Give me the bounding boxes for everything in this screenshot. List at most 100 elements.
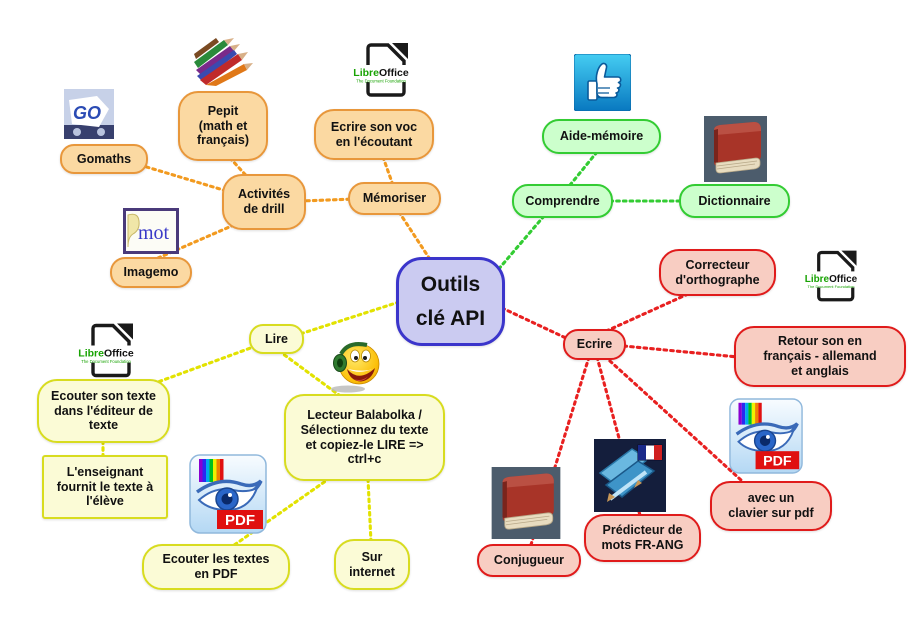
node-label-line: en l'écoutant [335, 134, 413, 149]
node-label-line: Dictionnaire [698, 193, 771, 208]
node-label-line: Lire [265, 331, 288, 346]
dictionary-book-icon[interactable] [704, 116, 767, 182]
node-label-line: mots FR-ANG [601, 538, 684, 552]
mot-word-graphic: mot [123, 208, 179, 254]
node-label-line: et copiez-le LIRE => [305, 437, 424, 452]
node-label-line: l'élève [86, 494, 124, 509]
node-label-line: Conjugueur [493, 553, 565, 568]
svg-text:The Document Foundation: The Document Foundation [356, 79, 406, 84]
svg-text:PDF: PDF [225, 512, 255, 529]
node-label-line: ctrl+c [347, 452, 382, 467]
svg-text:LibreOffice: LibreOffice [805, 274, 858, 285]
node-label-line: L'enseignant [66, 464, 144, 479]
node-label-line: Ecrire son voc [330, 119, 418, 134]
red-book-graphic [704, 116, 767, 182]
edge-lecteur-ecouter-pdf [228, 476, 332, 550]
balabolka-smiley-icon[interactable] [321, 341, 391, 393]
imagemo-mot-icon[interactable]: mot [123, 208, 179, 254]
svg-text:LibreOffice: LibreOffice [78, 348, 134, 360]
node-label-line: Imagemo [123, 265, 179, 280]
edge-outils-ecrire [500, 306, 570, 341]
node-gomaths[interactable]: Gomaths [60, 144, 148, 174]
node-lire[interactable]: Lire [249, 324, 304, 354]
node-label-line: Gomaths [76, 151, 132, 166]
pdf-eye-graphic: PDF [189, 454, 267, 534]
node-label-line: en PDF [194, 567, 238, 581]
libreoffice-logo-graphic: LibreOffice The Document Foundation [796, 246, 866, 310]
node-label-line: Correcteur [685, 257, 750, 272]
node-label-line: Sélectionnez du texte [300, 422, 429, 437]
node-comprendre[interactable]: Comprendre [512, 184, 613, 218]
libreoffice-icon-memoriser[interactable]: LibreOffice The Document Foundation [344, 39, 418, 105]
edge-aide-memoire-comprendre [564, 150, 599, 192]
red-book-graphic [491, 467, 561, 539]
node-ecrire[interactable]: Ecrire [563, 329, 626, 360]
gomaths-go-icon[interactable]: GO [64, 89, 114, 139]
node-label-line: Activités [237, 187, 291, 202]
node-aide-memoire[interactable]: Aide-mémoire [542, 119, 661, 154]
node-label-line: avec un [747, 491, 795, 506]
node-label-line: texte [88, 418, 119, 433]
edge-ecrire-avec-clavier [598, 350, 754, 492]
pdf-eye-graphic: PDF [729, 398, 803, 474]
node-label-line: Pepit [207, 103, 239, 118]
node-memoriser[interactable]: Mémoriser [348, 182, 441, 215]
node-label-line: de drill [243, 202, 285, 216]
svg-text:LibreOffice: LibreOffice [353, 67, 409, 79]
go-logo-graphic: GO [64, 89, 114, 139]
smiley-headphones-graphic [331, 342, 380, 393]
svg-text:The Document Foundation: The Document Foundation [808, 284, 855, 289]
thumbs-up-icon[interactable] [574, 54, 631, 111]
node-label-line: clavier sur pdf [728, 506, 814, 520]
pencils-graphic [194, 36, 254, 86]
edge-activites-memoriser [298, 197, 358, 203]
node-label-line: Ecouter son texte [51, 388, 156, 403]
node-label-line: Sur [361, 549, 383, 564]
node-label-line: Comprendre [525, 193, 600, 208]
edge-correcteur-ecrire [600, 292, 690, 335]
node-label-line: fournit le texte à [56, 479, 154, 494]
edge-ecrire-retour-son [622, 344, 740, 359]
edge-comprendre-outils [495, 214, 546, 273]
node-label-line: et anglais [791, 363, 849, 378]
thumb-up-graphic [574, 54, 631, 111]
libreoffice-icon-lire[interactable]: LibreOffice The Document Foundation [69, 319, 143, 386]
predictor-pens-flag-graphic [594, 439, 666, 512]
node-imagemo[interactable]: Imagemo [110, 257, 192, 288]
node-label-line: Prédicteur de [602, 523, 683, 538]
node-dictionnaire[interactable]: Dictionnaire [679, 184, 790, 218]
node-label-line: Outils [420, 272, 481, 296]
node-label-line: (math et [198, 118, 248, 133]
edge-memoriser-outils [397, 210, 439, 272]
node-label-line: dans l'éditeur de [54, 403, 153, 418]
libreoffice-icon-ecrire[interactable]: LibreOffice The Document Foundation [796, 244, 866, 312]
pdf-xchange-icon-ecrire[interactable]: PDF [729, 397, 803, 475]
word-predictor-icon[interactable] [594, 439, 666, 512]
conjugueur-book-icon[interactable] [491, 467, 561, 539]
libreoffice-logo-graphic: LibreOffice The Document Foundation [69, 319, 143, 386]
node-lecteur[interactable]: Lecteur Balabolka /Sélectionnez du texte… [284, 394, 445, 481]
colored-pencils-icon[interactable] [194, 36, 254, 86]
svg-text:GO: GO [73, 103, 101, 123]
node-label-line: Ecouter les textes [162, 552, 270, 567]
pdf-xchange-icon-lire[interactable]: PDF [189, 454, 267, 534]
node-label-line: Mémoriser [362, 191, 427, 206]
edge-outils-lire [298, 300, 401, 336]
node-label-line: d'orthographe [675, 272, 760, 287]
node-label-line: Lecteur Balabolka / [307, 408, 422, 422]
libreoffice-logo-graphic: LibreOffice The Document Foundation [344, 39, 418, 105]
node-conjugueur[interactable]: Conjugueur [477, 544, 581, 577]
